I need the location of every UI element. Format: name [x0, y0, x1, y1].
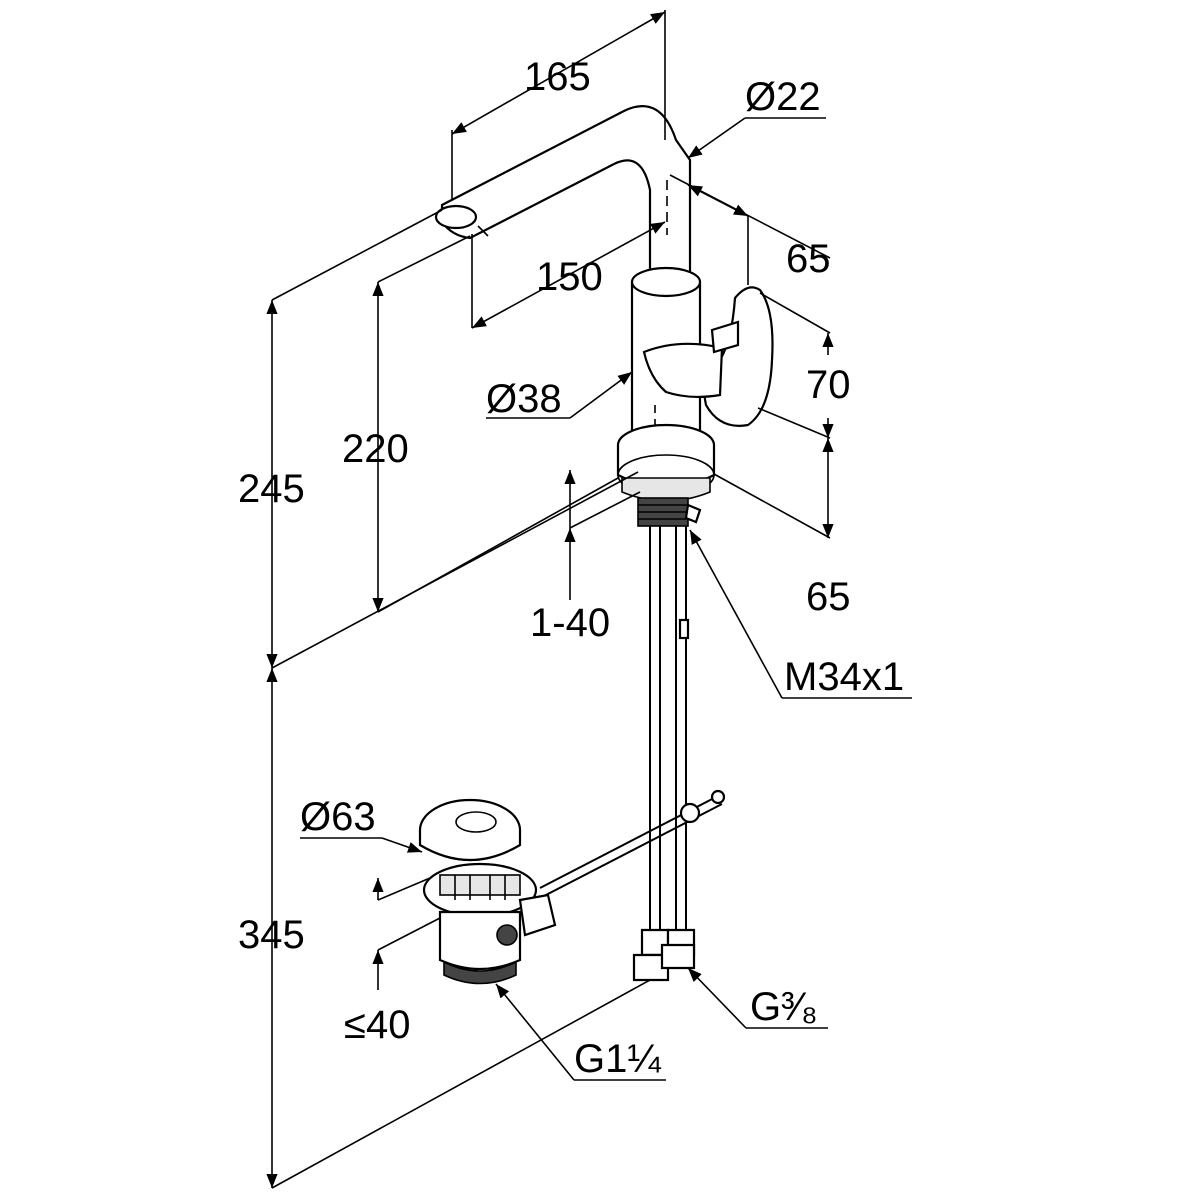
label-waste-thickness: ≤40 — [344, 1003, 410, 1047]
label-body-depth: 65 — [806, 575, 851, 619]
label-spout-diameter: Ø22 — [745, 75, 821, 119]
label-outlet-height: 220 — [342, 427, 409, 471]
label-spout-reach: 165 — [524, 55, 591, 99]
lever-base — [642, 342, 724, 399]
label-waste-height: 345 — [238, 913, 305, 957]
hose-connector-right — [660, 943, 696, 970]
spout-tip — [434, 204, 478, 230]
dimension-labels: 165 Ø22 65 150 70 Ø38 220 245 65 1-40 M3… — [238, 55, 904, 1081]
label-waste-diameter: Ø63 — [300, 795, 376, 839]
label-lever-height: 70 — [806, 363, 851, 407]
dimension-lines — [266, 10, 912, 1189]
label-waste-thread: G1¼ — [574, 1037, 661, 1081]
label-lever-offset: 65 — [786, 237, 831, 281]
pop-up-waste — [418, 798, 557, 985]
label-thread: M34x1 — [784, 655, 904, 699]
label-spout-inner: 150 — [536, 255, 603, 299]
hose-connector-left — [632, 953, 670, 982]
label-body-diameter: Ø38 — [486, 377, 562, 421]
spout — [440, 105, 692, 277]
label-total-height: 245 — [238, 467, 305, 511]
label-deck-thickness: 1-40 — [530, 601, 610, 645]
label-hose-thread: G³⁄₈ — [750, 985, 818, 1029]
